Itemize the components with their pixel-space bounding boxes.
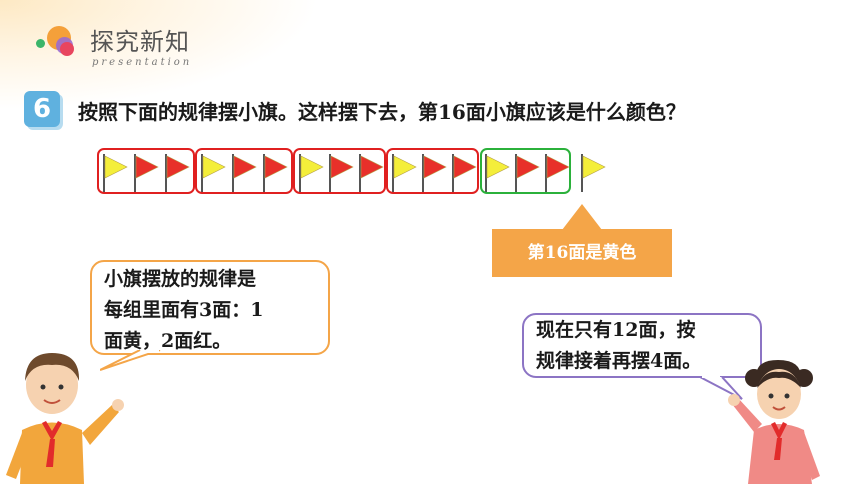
bubble-right-line-1: 现在只有12面，按: [536, 319, 696, 341]
flag-15-red: [545, 154, 570, 192]
boy-figure: [6, 353, 124, 484]
flag-11-red: [422, 154, 447, 192]
flag-16-yellow: [581, 154, 606, 192]
flag-3-red: [165, 154, 190, 192]
bubble-right-line-2: 规律接着再摆4面。: [536, 350, 702, 372]
logo-dot-green: [36, 39, 45, 48]
boy-hair: [25, 353, 80, 381]
flag-1-yellow: [103, 154, 128, 192]
flag-14-red: [515, 154, 540, 192]
up-arrow-icon: [562, 204, 602, 230]
boy-face: [26, 356, 78, 414]
flag-13-yellow: [485, 154, 510, 192]
problem-number-badge: 6: [24, 91, 60, 127]
page-subtitle: presentation: [92, 57, 193, 68]
flag-group-4: [386, 148, 479, 194]
flag-group-1: [97, 148, 195, 194]
bubble-right-tail: [700, 373, 743, 400]
flag-group-3: [293, 148, 386, 194]
bubble-left-line-1: 小旗摆放的规律是: [104, 268, 257, 290]
flag-5-red: [232, 154, 257, 192]
bubble-left-line-3: 面黄，2面红。: [104, 330, 232, 352]
logo-icon: [36, 24, 80, 58]
speech-bubble-left: 小旗摆放的规律是 每组里面有3面：1 面黄，2面红。: [90, 260, 330, 355]
flag-6-red: [263, 154, 288, 192]
girl-face: [757, 369, 801, 419]
flag-8-red: [329, 154, 354, 192]
flag-2-red: [134, 154, 159, 192]
flag-group-2: [195, 148, 293, 194]
question-text: 按照下面的规律摆小旗。这样摆下去，第16面小旗应该是什么颜色？: [78, 100, 686, 124]
boy-scarf: [42, 421, 62, 441]
girl-figure: [728, 360, 820, 484]
answer-box: 第16面是黄色: [492, 229, 672, 277]
logo-dot-pink: [60, 42, 74, 56]
flag-4-yellow: [201, 154, 226, 192]
flag-12-red: [452, 154, 477, 192]
girl-scarf: [771, 422, 787, 440]
flag-10-yellow: [392, 154, 417, 192]
flag-9-red: [359, 154, 384, 192]
flag-group-5-highlight: [480, 148, 571, 194]
flag-7-yellow: [299, 154, 324, 192]
bubble-left-line-2: 每组里面有3面：1: [104, 299, 264, 321]
bubble-left-tail: [100, 350, 161, 371]
speech-bubble-right: 现在只有12面，按 规律接着再摆4面。: [522, 313, 762, 378]
page-title: 探究新知: [90, 28, 190, 56]
